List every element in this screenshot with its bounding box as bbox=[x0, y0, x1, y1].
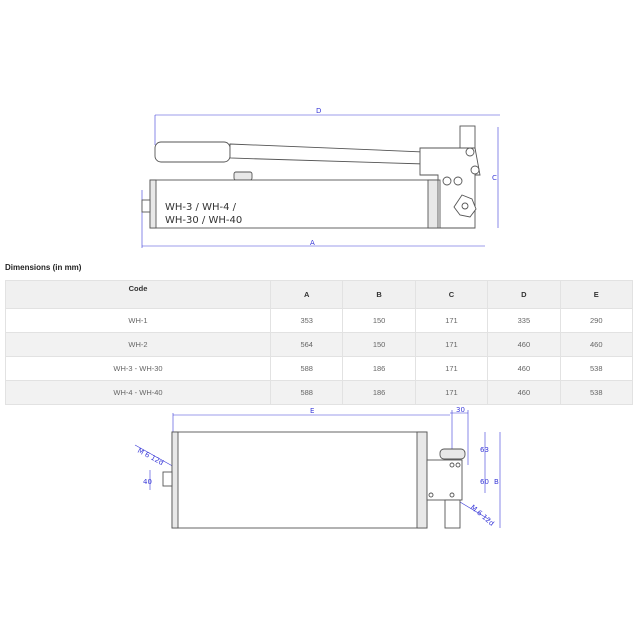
cell: WH-2 bbox=[5, 332, 271, 357]
dimension-40: 40 bbox=[143, 478, 152, 486]
cell: WH-4 - WH-40 bbox=[5, 380, 271, 405]
cell: 171 bbox=[414, 308, 489, 333]
svg-text:E: E bbox=[310, 407, 314, 415]
cell: 460 bbox=[487, 356, 561, 381]
cell: 290 bbox=[559, 308, 634, 333]
dimension-D: D bbox=[155, 107, 500, 116]
dimension-63: 63 bbox=[480, 446, 489, 454]
dimension-C: C bbox=[492, 127, 499, 228]
dimension-B: B bbox=[494, 478, 499, 486]
cell: 564 bbox=[269, 332, 344, 357]
cell: 186 bbox=[342, 380, 416, 405]
svg-text:C: C bbox=[492, 174, 497, 182]
cell: 150 bbox=[342, 308, 416, 333]
header-b: B bbox=[342, 280, 416, 309]
cell: WH-1 bbox=[5, 308, 271, 333]
cell: 335 bbox=[487, 308, 561, 333]
cell: 538 bbox=[559, 380, 634, 405]
cell: 460 bbox=[487, 380, 561, 405]
cell: 150 bbox=[342, 332, 416, 357]
dimension-A: A bbox=[142, 239, 485, 247]
svg-text:D: D bbox=[316, 107, 321, 115]
cell: 186 bbox=[342, 356, 416, 381]
dimension-30: 30 bbox=[456, 406, 465, 414]
cell: 171 bbox=[414, 332, 489, 357]
header-d: D bbox=[487, 280, 561, 309]
filler-cap bbox=[233, 171, 253, 181]
handle-lever bbox=[229, 143, 426, 165]
handle-pivot bbox=[459, 125, 476, 149]
handle-grip bbox=[154, 141, 231, 163]
dimension-60: 60 bbox=[480, 478, 489, 486]
dimensions-title: Dimensions (in mm) bbox=[5, 263, 82, 272]
cell: 171 bbox=[414, 356, 489, 381]
model-label: WH-3 / WH-4 / bbox=[165, 202, 237, 213]
header-a: A bbox=[269, 280, 344, 309]
dimension-E: E bbox=[173, 407, 450, 416]
reservoir-top-view bbox=[171, 431, 428, 529]
release-knob bbox=[439, 448, 466, 460]
cell: 460 bbox=[487, 332, 561, 357]
thread-callout: M 6 12d bbox=[136, 447, 165, 467]
cell: 588 bbox=[269, 380, 344, 405]
model-label: WH-30 / WH-40 bbox=[165, 215, 242, 226]
cell: 460 bbox=[559, 332, 634, 357]
svg-text:A: A bbox=[310, 239, 315, 247]
cell: 588 bbox=[269, 356, 344, 381]
cell: 353 bbox=[269, 308, 344, 333]
header-c: C bbox=[414, 280, 489, 309]
cell: WH-3 - WH-30 bbox=[5, 356, 271, 381]
header-e: E bbox=[559, 280, 634, 309]
cell: 538 bbox=[559, 356, 634, 381]
thread-callout: M 6 12d bbox=[469, 503, 496, 527]
cell: 171 bbox=[414, 380, 489, 405]
header-code: Code bbox=[5, 280, 271, 309]
